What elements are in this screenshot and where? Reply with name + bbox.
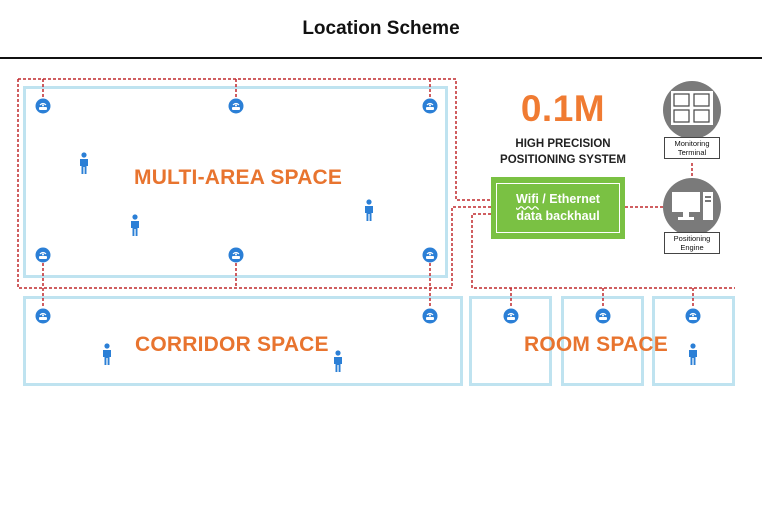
person-icon xyxy=(689,343,697,365)
room-label: ROOM SPACE xyxy=(524,333,668,356)
multi-area-zone xyxy=(23,86,448,278)
person-icon xyxy=(131,214,139,236)
system-name-line2: POSITIONING SYSTEM xyxy=(500,154,626,166)
multi-area-label: MULTI-AREA SPACE xyxy=(134,166,343,189)
person-icon xyxy=(334,350,342,372)
link-multi-area-top-bus xyxy=(18,78,491,201)
wifi-anchor-icon xyxy=(503,308,519,324)
wifi-anchor-icon xyxy=(35,247,51,263)
room-zone-3 xyxy=(652,296,735,386)
positioning-engine-icon xyxy=(672,192,713,220)
page-title: Location Scheme xyxy=(302,18,460,39)
wifi-anchor-icon xyxy=(35,98,51,114)
wifi-anchor-icon xyxy=(35,308,51,324)
monitoring-terminal-label: Monitoring Terminal xyxy=(664,137,720,159)
backhaul-line2: data backhaul xyxy=(516,209,600,223)
corridor-label: CORRIDOR SPACE xyxy=(135,333,329,356)
positioning-engine-label: Positioning Engine xyxy=(664,232,720,254)
link-room-bus xyxy=(471,213,735,289)
system-name: HIGH PRECISION POSITIONING SYSTEM xyxy=(490,136,636,168)
wifi-anchor-icon xyxy=(685,308,701,324)
title-divider xyxy=(0,57,762,59)
backhaul-wifi-label: Wifi xyxy=(516,192,539,206)
person-icon xyxy=(80,152,88,174)
wifi-anchor-icon xyxy=(422,247,438,263)
backhaul-ethernet-label: / Ethernet xyxy=(538,192,600,206)
accuracy-metric: 0.1M xyxy=(520,88,606,129)
link-multi-area-bottom-bus xyxy=(17,104,491,289)
monitoring-terminal-icon xyxy=(671,91,713,125)
wifi-anchor-icon xyxy=(228,247,244,263)
data-backhaul-box: Wifi / Ethernet data backhaul xyxy=(491,177,625,239)
wifi-anchor-icon xyxy=(422,308,438,324)
corridor-zone xyxy=(23,296,463,386)
room-zone-2 xyxy=(561,296,644,386)
person-icon xyxy=(365,199,373,221)
wifi-anchor-icon xyxy=(595,308,611,324)
wifi-anchor-icon xyxy=(422,98,438,114)
room-zone-1 xyxy=(469,296,552,386)
person-icon xyxy=(103,343,111,365)
wifi-anchor-icon xyxy=(228,98,244,114)
system-name-line1: HIGH PRECISION xyxy=(515,138,611,150)
